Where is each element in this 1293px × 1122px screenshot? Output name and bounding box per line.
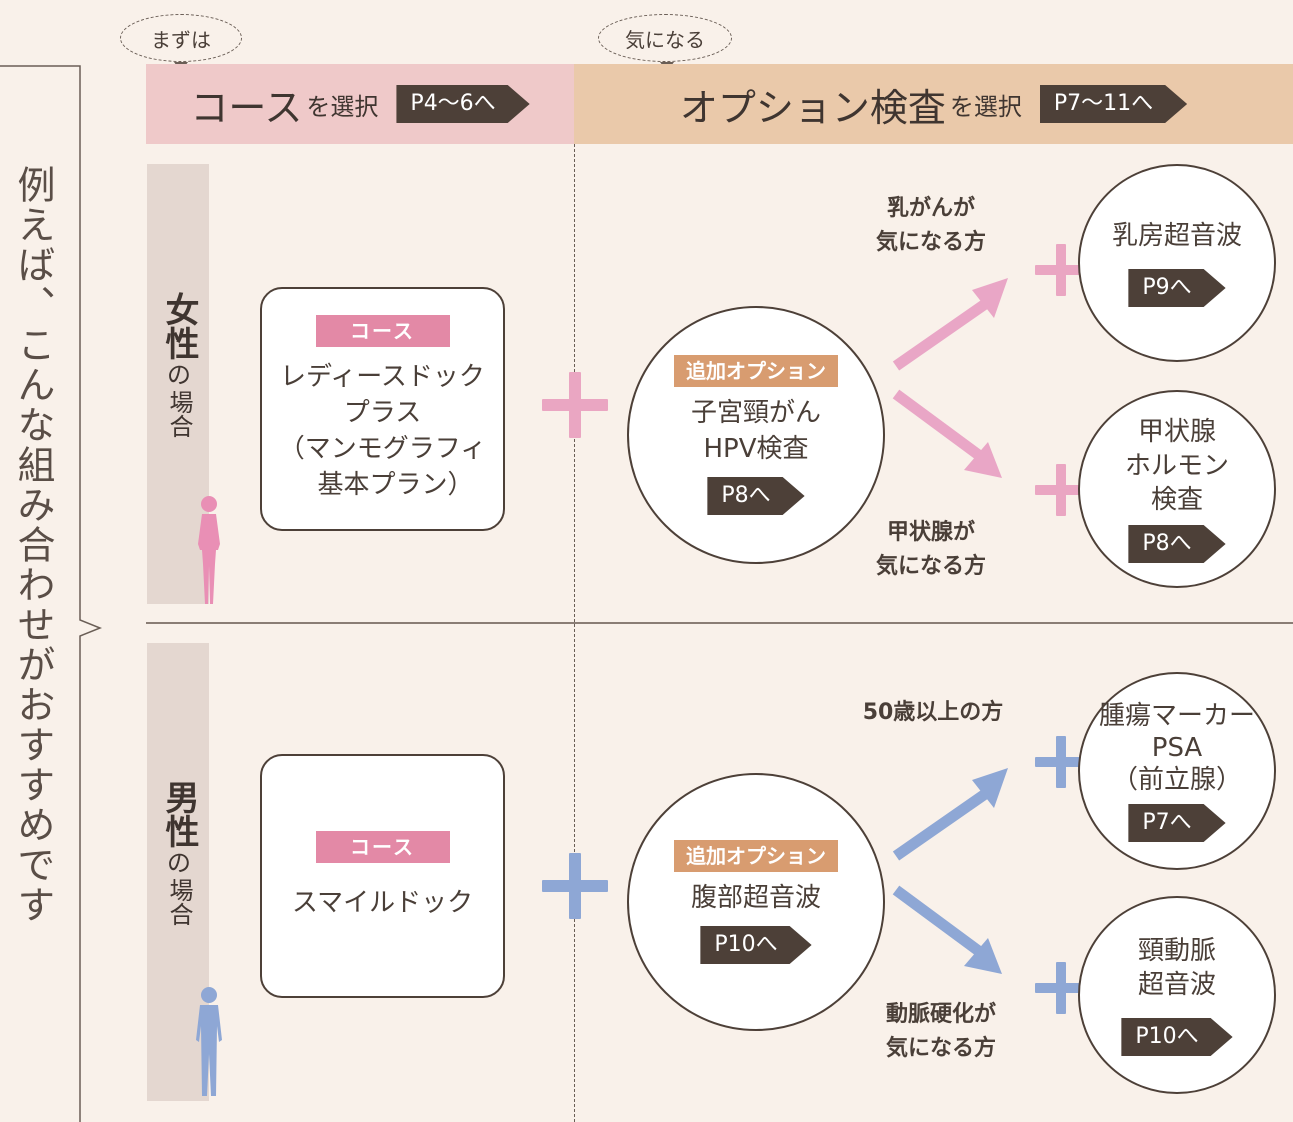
condition-line: 50歳以上の方 <box>862 700 1004 725</box>
bubble-first-text: まずは <box>151 27 211 52</box>
arrow-down-icon <box>892 885 984 957</box>
male-course-tag: コース <box>315 831 450 863</box>
female-option-page-tag: P8へ <box>707 477 804 515</box>
female-course-name: レディースドック プラス （マンモグラフィ 基本プラン） <box>279 359 486 503</box>
bubble-second-text: 気になる <box>625 27 705 52</box>
exam-circle-carotid-ultrasound: 頸動脈 超音波 P10へ <box>1078 896 1276 1094</box>
arrowhead-icon <box>964 442 1002 478</box>
condition-line: 乳がんが <box>886 196 975 221</box>
male-option-name: 腹部超音波 <box>691 880 821 916</box>
female-label-case: 場合 <box>165 390 193 438</box>
male-course-box: コース スマイルドック <box>260 754 505 998</box>
male-silhouette-icon <box>196 987 222 1096</box>
plus-icon <box>1035 244 1087 296</box>
vertical-divider <box>574 144 575 1122</box>
female-course-box: コース レディースドック プラス （マンモグラフィ 基本プラン） <box>260 287 505 531</box>
plus-icon <box>1035 962 1087 1014</box>
condition-line: 気になる方 <box>875 230 986 255</box>
female-row-bar <box>147 164 209 604</box>
female-course-line: プラス <box>343 398 422 428</box>
male-row-label: 男性 の 場合 <box>159 780 199 926</box>
speech-bubble-first: まずは <box>120 14 242 62</box>
female-silhouette-icon <box>198 496 220 604</box>
arrowhead-icon <box>972 278 1008 318</box>
condition-label: 50歳以上の方 <box>838 696 1028 730</box>
female-option-circle: 追加オプション 子宮頸がん HPV検査 P8へ <box>627 306 885 564</box>
male-branch-arrows <box>892 768 1008 974</box>
plus-icon <box>1035 736 1087 788</box>
exam-name: 腫瘍マーカー PSA （前立腺） <box>1099 700 1255 796</box>
female-option-line: 子宮頸がん <box>690 398 821 428</box>
horizontal-divider <box>146 622 1293 624</box>
female-label-no: の <box>167 361 191 389</box>
exam-name: 頸動脈 超音波 <box>1138 934 1216 1002</box>
male-option-page-tag: P10へ <box>700 926 811 964</box>
exam-line: 検査 <box>1150 485 1203 515</box>
arrowhead-icon <box>972 768 1008 808</box>
exam-name: 乳房超音波 <box>1112 219 1242 253</box>
condition-label: 乳がんが 気になる方 <box>856 192 1006 260</box>
exam-page-tag: P8へ <box>1128 525 1225 563</box>
condition-line: 気になる方 <box>875 554 986 579</box>
option-header-sub: を選択 <box>949 92 1022 121</box>
female-label-main: 女性 <box>159 292 199 360</box>
male-label-no: の <box>167 849 191 877</box>
exam-page-tag: P10へ <box>1121 1018 1232 1056</box>
condition-label: 甲状腺が 気になる方 <box>856 516 1006 584</box>
condition-line: 甲状腺が <box>886 520 975 545</box>
exam-circle-tumor-marker: 腫瘍マーカー PSA （前立腺） P7へ <box>1078 672 1276 870</box>
course-header-sub: を選択 <box>306 92 379 121</box>
condition-label: 動脈硬化が 気になる方 <box>856 998 1026 1066</box>
arrowhead-icon <box>964 938 1002 974</box>
female-course-line: （マンモグラフィ <box>278 434 487 464</box>
female-course-line: 基本プラン） <box>291 470 474 500</box>
plus-icon <box>542 372 608 438</box>
speech-bubble-second: 気になる <box>598 14 732 62</box>
plus-icon <box>1035 464 1087 516</box>
female-option-name: 子宮頸がん HPV検査 <box>691 395 821 467</box>
option-page-tag: P7〜11へ <box>1040 85 1187 123</box>
option-header-title: オプション検査 <box>679 85 946 130</box>
exam-line: 腫瘍マーカー <box>1098 701 1255 731</box>
arrow-up-icon <box>892 787 992 861</box>
male-option-line: 腹部超音波 <box>690 883 821 913</box>
course-page-tag: P4〜6へ <box>396 85 529 123</box>
course-header-title: コース <box>190 85 303 130</box>
exam-page-tag: P7へ <box>1128 804 1225 842</box>
course-header-band: コース を選択 P4〜6へ <box>146 64 574 144</box>
exam-line: （前立腺） <box>1111 765 1242 795</box>
exam-line: ホルモン <box>1124 451 1229 481</box>
option-header-band: オプション検査 を選択 P7〜11へ <box>574 64 1293 144</box>
female-option-line: HPV検査 <box>703 434 809 464</box>
female-course-tag: コース <box>315 315 450 347</box>
male-course-name: スマイルドック <box>292 885 473 921</box>
side-bracket <box>0 65 103 1122</box>
side-title: 例えば、こんな組み合わせがおすすめです <box>11 165 55 925</box>
exam-page-tag: P9へ <box>1128 269 1225 307</box>
female-course-line: レディースドック <box>280 362 485 392</box>
male-course-line: スマイルドック <box>291 888 474 918</box>
exam-circle-thyroid: 甲状腺 ホルモン 検査 P8へ <box>1078 390 1276 588</box>
male-option-tag: 追加オプション <box>674 840 838 872</box>
plus-icon <box>542 853 608 919</box>
arrow-up-icon <box>892 297 992 371</box>
exam-line: 乳房超音波 <box>1111 221 1242 251</box>
exam-circle-breast-ultrasound: 乳房超音波 P9へ <box>1078 164 1276 362</box>
male-label-case: 場合 <box>165 878 193 926</box>
female-row-label: 女性 の 場合 <box>159 292 199 438</box>
exam-line: 超音波 <box>1137 970 1216 1000</box>
female-branch-arrows <box>892 278 1008 478</box>
exam-name: 甲状腺 ホルモン 検査 <box>1125 415 1229 517</box>
condition-line: 動脈硬化が <box>885 1002 996 1027</box>
exam-line: 頸動脈 <box>1137 936 1216 966</box>
male-option-circle: 追加オプション 腹部超音波 P10へ <box>627 773 885 1031</box>
condition-line: 気になる方 <box>885 1036 996 1061</box>
arrow-down-icon <box>892 389 984 461</box>
exam-line: 甲状腺 <box>1137 417 1216 447</box>
female-option-tag: 追加オプション <box>674 355 838 387</box>
male-label-main: 男性 <box>159 780 199 848</box>
exam-line: PSA <box>1151 733 1203 763</box>
